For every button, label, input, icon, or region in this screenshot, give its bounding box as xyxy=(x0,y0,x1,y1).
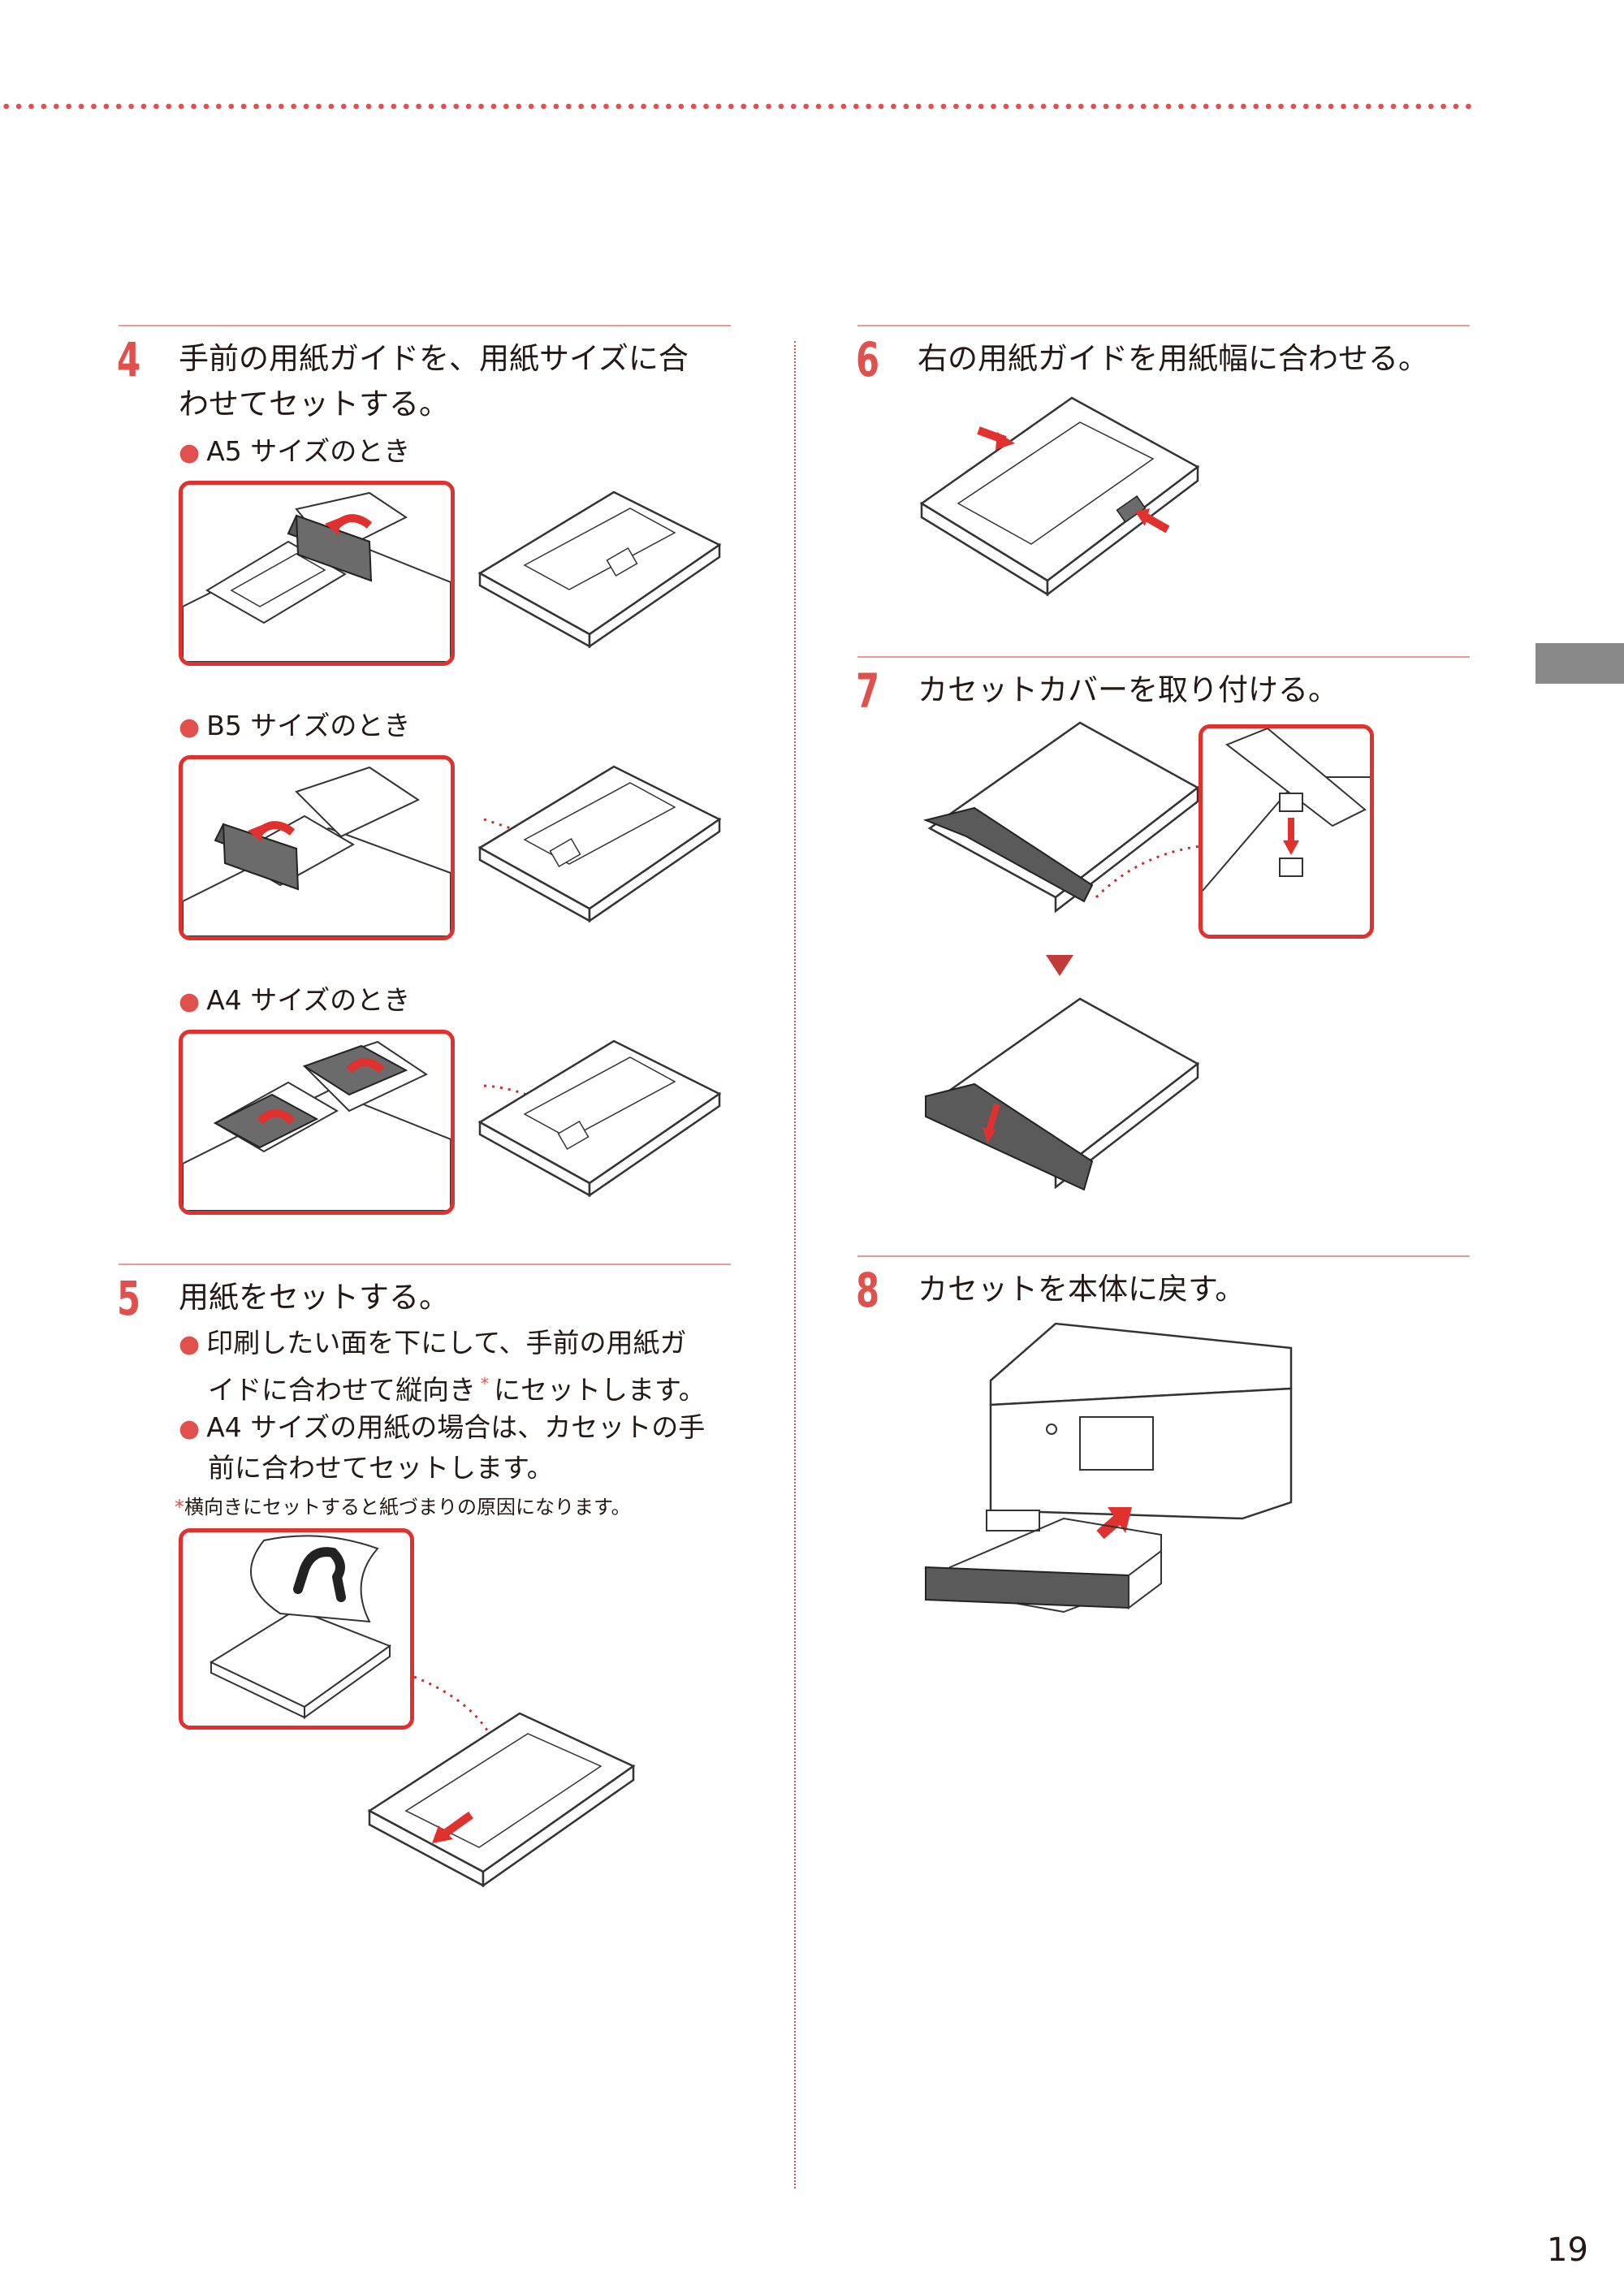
step-5-bullet-2: ●A4 サイズの用紙の場合は、カセットの手 前に合わせてセットします。 xyxy=(179,1411,706,1484)
step-4-title-line2: わせてセットする。 xyxy=(179,387,449,421)
step-6-title: 右の用紙ガイドを用紙幅に合わせる。 xyxy=(918,341,1428,376)
section-tab xyxy=(1535,643,1624,684)
step-4-a4-label: ●A4 サイズのとき xyxy=(179,984,411,1016)
page-number: 19 xyxy=(1547,2231,1588,2269)
bullet-dot-icon: ● xyxy=(179,1415,201,1443)
a5-zoom-illustration xyxy=(179,481,455,666)
step-8-number: 8 xyxy=(856,1263,880,1318)
bullet-dot-icon: ● xyxy=(179,438,201,467)
a5-tray-illustration xyxy=(451,476,728,655)
a4-tray-illustration xyxy=(451,1025,728,1203)
step-6-tray-illustration xyxy=(909,390,1218,609)
column-divider xyxy=(794,341,796,2188)
step-7-tray-cover-illustration xyxy=(918,715,1210,926)
step-5-bullet-1: ●印刷したい面を下にして、手前の用紙ガ イドに合わせて縦向き*にセットします。 xyxy=(179,1327,706,1406)
step-8-title: カセットを本体に戻す。 xyxy=(918,1272,1246,1307)
step-6-number: 6 xyxy=(856,332,880,387)
step-7-number: 7 xyxy=(856,663,880,719)
bullet-dot-icon: ● xyxy=(179,1330,201,1359)
step-5-number: 5 xyxy=(117,1271,141,1326)
step-5-tray-illustration xyxy=(357,1673,650,1908)
step-4-title: 手前の用紙ガイドを、用紙サイズに合 わせてセットする。 xyxy=(179,336,689,427)
paper-zoom-illustration xyxy=(179,1528,414,1730)
step-7-tray-closed-illustration xyxy=(918,991,1210,1202)
step-4-rule xyxy=(119,325,731,326)
step-5-title: 用紙をセットする。 xyxy=(179,1280,449,1315)
top-dotted-border xyxy=(0,102,1478,110)
step-8-rule xyxy=(857,1255,1470,1257)
step-4-title-line1: 手前の用紙ガイドを、用紙サイズに合 xyxy=(179,341,689,376)
step-8-printer-illustration xyxy=(918,1315,1307,1624)
step-4-a5-label: ●A5 サイズのとき xyxy=(179,435,411,467)
bullet-dot-icon: ● xyxy=(179,987,201,1016)
cover-latch-zoom-illustration xyxy=(1199,724,1374,939)
step-4-b5-label: ●B5 サイズのとき xyxy=(179,710,411,741)
a4-zoom-illustration xyxy=(179,1030,455,1215)
step-7-rule xyxy=(857,656,1470,658)
step-7-title: カセットカバーを取り付ける。 xyxy=(918,672,1338,707)
step-6-rule xyxy=(857,325,1470,326)
step-5-rule xyxy=(119,1264,731,1265)
bullet-dot-icon: ● xyxy=(179,713,201,741)
step-5-note: *横向きにセットすると紙づまりの原因になります。 xyxy=(175,1496,631,1519)
step-4-number: 4 xyxy=(117,332,141,387)
b5-zoom-illustration xyxy=(179,755,455,940)
b5-tray-illustration xyxy=(451,750,728,929)
down-arrow-icon xyxy=(1046,955,1073,976)
